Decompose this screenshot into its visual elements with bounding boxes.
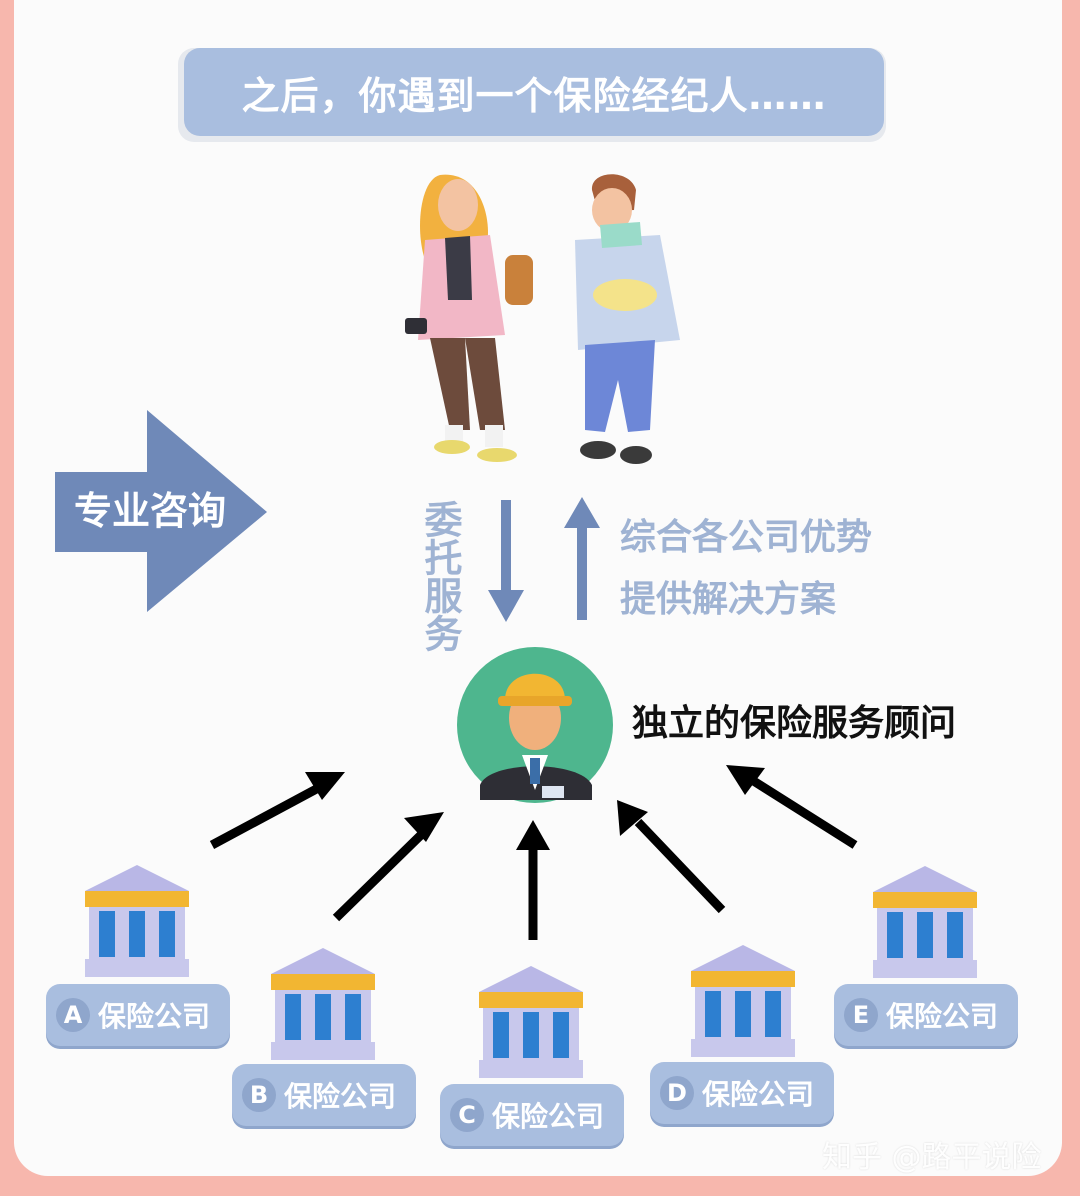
entrust-arrow-icon <box>488 500 524 622</box>
man-figure <box>575 174 680 464</box>
company-c-badge: C <box>450 1098 484 1132</box>
building-c-icon <box>479 966 583 1078</box>
company-b-label: B 保险公司 <box>232 1064 416 1126</box>
company-d-label: D 保险公司 <box>650 1062 834 1124</box>
company-e-label: E 保险公司 <box>834 984 1018 1046</box>
company-e-text: 保险公司 <box>886 995 998 1035</box>
advantage-line-1: 综合各公司优势 <box>620 508 872 560</box>
advisor-avatar <box>457 647 613 803</box>
building-d-icon <box>691 945 795 1057</box>
company-d-badge: D <box>660 1076 694 1110</box>
building-a-icon <box>85 865 189 977</box>
company-d-text: 保险公司 <box>702 1073 814 1113</box>
building-e-icon <box>873 866 977 978</box>
company-b-badge: B <box>242 1078 276 1112</box>
solution-arrow-icon <box>564 497 600 620</box>
company-e-badge: E <box>844 998 878 1032</box>
building-b-icon <box>271 948 375 1060</box>
company-a-text: 保险公司 <box>98 995 210 1035</box>
company-c-text: 保险公司 <box>492 1095 604 1135</box>
woman-figure <box>405 175 533 462</box>
watermark: 知乎 @路平说险 <box>822 1132 1042 1176</box>
advantage-line-2: 提供解决方案 <box>620 570 836 622</box>
entrust-label: 委托服务 <box>418 500 462 652</box>
company-c-label: C 保险公司 <box>440 1084 624 1146</box>
advisor-label: 独立的保险服务顾问 <box>632 694 956 746</box>
company-a-label: A 保险公司 <box>46 984 230 1046</box>
company-a-badge: A <box>56 998 90 1032</box>
company-b-text: 保险公司 <box>284 1075 396 1115</box>
